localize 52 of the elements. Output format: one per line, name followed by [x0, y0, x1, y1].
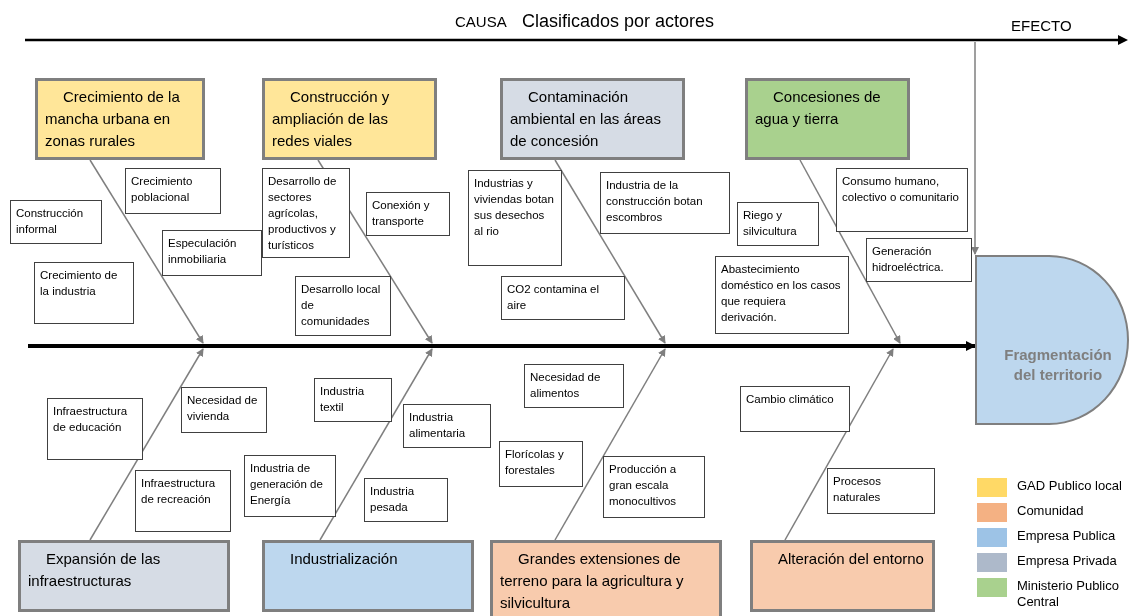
cause-box: Crecimiento de la industria	[34, 262, 134, 324]
category-box: Crecimiento de la mancha urbana en zonas rurales	[35, 78, 205, 160]
cause-box: Industria pesada	[364, 478, 448, 522]
legend-label: Ministerio Publico Central	[1017, 578, 1120, 610]
cause-box: Procesos naturales	[827, 468, 935, 514]
cause-box: Abastecimiento doméstico en los casos que requiera derivación.	[715, 256, 849, 334]
cause-box: Conexión y transporte	[366, 192, 450, 236]
category-box: Expansión de las infraestructuras	[18, 540, 230, 612]
category-box: Construcción y ampliación de las redes viales	[262, 78, 437, 160]
cause-box: Industria de la construcción botan escombros	[600, 172, 730, 234]
category-box: Industrialización	[262, 540, 474, 612]
heading-label: EFECTO	[1011, 17, 1072, 34]
effect-head: Fragmentación del territorio	[975, 255, 1129, 425]
arrow	[554, 348, 666, 541]
cause-box: Riego y silvicultura	[737, 202, 819, 246]
legend-label: Empresa Privada	[1017, 553, 1118, 569]
heading-label: Clasificados por actores	[522, 11, 715, 32]
category-box: Contaminación ambiental en las áreas de concesión	[500, 78, 685, 160]
cause-box: Desarrollo de sectores agrícolas, productivos y turísticos	[262, 168, 350, 258]
arrow	[784, 348, 894, 541]
category-box: Concesiones de agua y tierra	[745, 78, 910, 160]
arrow	[554, 159, 666, 344]
heading-label: CAUSA	[455, 13, 507, 30]
arrow	[89, 348, 204, 541]
cause-box: Infraestructura de recreación	[135, 470, 231, 532]
cause-box: Crecimiento poblacional	[125, 168, 221, 214]
cause-box: Necesidad de vivienda	[181, 387, 267, 433]
category-box: Alteración del entorno	[750, 540, 935, 612]
legend-label: Comunidad	[1017, 503, 1085, 519]
cause-box: CO2 contamina el aire	[501, 276, 625, 320]
legend-label: Empresa Publica	[1017, 528, 1117, 544]
cause-box: Especulación inmobiliaria	[162, 230, 262, 276]
legend-label: GAD Publico local	[1017, 478, 1123, 494]
arrow	[799, 159, 901, 344]
cause-box: Consumo humano, colectivo o comunitario	[836, 168, 968, 232]
cause-box: Industria textil	[314, 378, 392, 422]
arrow	[28, 341, 976, 351]
cause-box: Florícolas y forestales	[499, 441, 583, 487]
cause-box: Necesidad de alimentos	[524, 364, 624, 408]
arrow	[319, 348, 433, 541]
cause-box: Construcción informal	[10, 200, 102, 244]
cause-box: Desarrollo local de comunidades	[295, 276, 391, 336]
arrow	[89, 159, 204, 344]
cause-box: Cambio climático	[740, 386, 850, 432]
cause-box: Producción a gran escala monocultivos	[603, 456, 705, 518]
cause-box: Infraestructura de educación	[47, 398, 143, 460]
cause-box: Industrias y viviendas botan sus desechos al rio	[468, 170, 562, 266]
arrow	[971, 41, 979, 255]
cause-box: Industria de generación de Energía	[244, 455, 336, 517]
cause-box: Industria alimentaria	[403, 404, 491, 448]
category-box: Grandes extensiones de terreno para la agricultura y silvicultura	[490, 540, 722, 616]
cause-box: Generación hidroeléctrica.	[866, 238, 972, 282]
